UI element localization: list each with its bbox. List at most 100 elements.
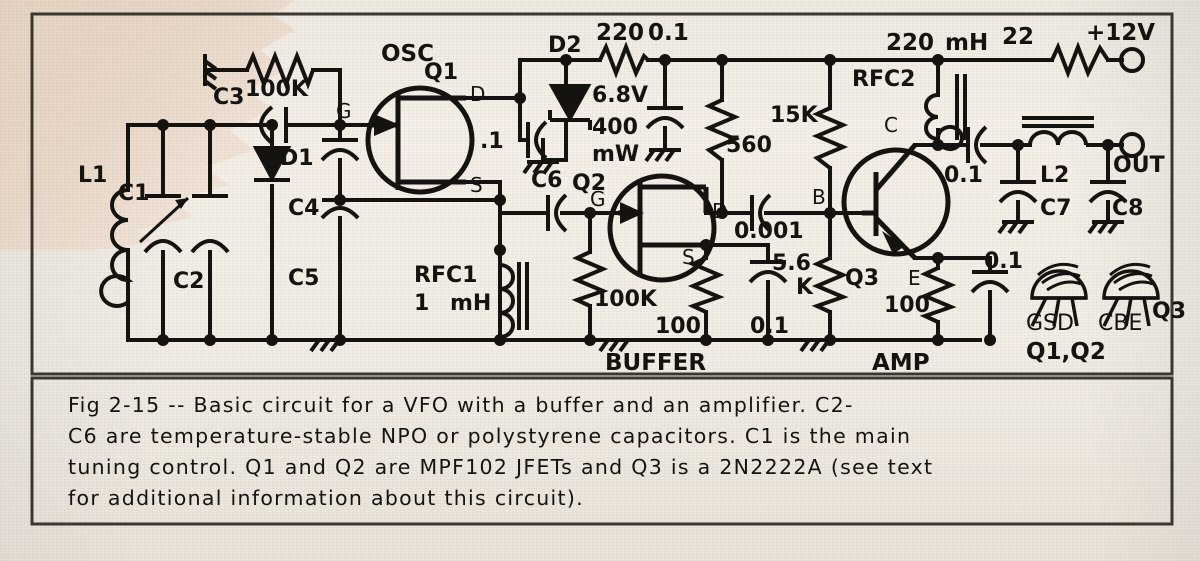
pin-q1-g: G xyxy=(336,99,352,123)
capacitor-0p1-q1-drain xyxy=(526,120,548,160)
label-5p6k-a: 5.6 xyxy=(772,251,811,276)
resistor-100-buffer-source xyxy=(687,256,725,314)
label-q3: Q3 xyxy=(845,266,879,291)
legend-jfet-devices: Q1,Q2 xyxy=(1026,339,1106,365)
label-zener-voltage: 6.8V xyxy=(592,83,648,108)
to92-bjt-icon xyxy=(1102,262,1160,327)
resistor-100k-buffer-gate xyxy=(571,250,609,308)
capacitor-c3 xyxy=(259,105,288,145)
legend-bjt-pins: CBE xyxy=(1098,311,1142,336)
label-zener-power-1: 400 xyxy=(592,115,638,140)
legend-bjt-device: Q3 xyxy=(1152,299,1186,324)
label-l2: L2 xyxy=(1040,163,1069,188)
label-c8: C8 xyxy=(1112,196,1143,221)
pinout-legend: GSD CBE Q3 Q1,Q2 xyxy=(1026,262,1186,365)
terminal-output xyxy=(1119,132,1145,158)
capacitor-0p1-buffer-bypass xyxy=(748,260,788,284)
resistor-15k xyxy=(811,106,849,170)
pin-q3-c: C xyxy=(884,113,898,137)
pin-q1-s: S xyxy=(470,173,483,197)
q3-emitter-arrow xyxy=(882,231,905,254)
label-c2: C2 xyxy=(173,269,204,294)
label-zener-power-2: mW xyxy=(592,142,639,167)
resistor-560 xyxy=(703,98,741,162)
capacitor-c8 xyxy=(1088,180,1128,204)
capacitor-c1 xyxy=(138,194,190,254)
capacitor-0p1-emitter xyxy=(970,270,1010,294)
label-output: OUT xyxy=(1113,153,1165,178)
label-c6: C6 xyxy=(531,168,562,193)
label-5p6k-b: K xyxy=(796,275,814,300)
label-amp: AMP xyxy=(872,350,930,376)
label-0p1-q1-drain: .1 xyxy=(480,129,504,154)
inductor-l1 xyxy=(99,188,134,308)
label-100-emitter: 100 xyxy=(884,293,930,318)
label-rfc2: RFC2 xyxy=(852,67,915,92)
terminal-supply xyxy=(1119,47,1145,73)
zener-diode-d2 xyxy=(548,84,592,130)
label-q2: Q2 xyxy=(572,171,606,196)
pin-q2-g: G xyxy=(590,187,606,211)
label-q1: Q1 xyxy=(424,60,458,85)
resistor-220 xyxy=(598,41,650,79)
label-100k-buffer: 100K xyxy=(594,287,658,312)
capacitor-0p001 xyxy=(750,193,772,233)
capacitor-c2 xyxy=(190,194,230,254)
legend-jfet-pins: GSD xyxy=(1026,311,1074,336)
capacitor-0p1-supply xyxy=(645,106,685,130)
label-0p1-supply: 0.1 xyxy=(648,20,689,46)
label-0p001: 0.001 xyxy=(734,219,804,244)
label-osc: OSC xyxy=(381,41,434,67)
label-100-buffer-source: 100 xyxy=(655,314,701,339)
label-rfc1-value: 1 xyxy=(414,291,429,316)
label-rfc2-unit: mH xyxy=(945,30,988,56)
q1-gate-arrow xyxy=(374,114,400,136)
label-supply: +12V xyxy=(1086,20,1155,46)
label-22: 22 xyxy=(1002,24,1034,50)
ground-symbol-c7 xyxy=(997,220,1036,235)
label-c3: C3 xyxy=(213,85,244,110)
junction-dots xyxy=(157,54,1114,346)
label-100k-gate: 100K xyxy=(245,77,309,102)
label-c5: C5 xyxy=(288,266,319,291)
inductor-l2 xyxy=(1022,116,1094,146)
transistor-q3 xyxy=(841,143,951,260)
diode-d1 xyxy=(252,146,292,183)
label-d2: D2 xyxy=(548,33,582,58)
capacitor-0p1-collector xyxy=(966,125,988,165)
figure-border xyxy=(30,12,1174,526)
label-l1: L1 xyxy=(78,163,107,188)
label-c4: C4 xyxy=(288,196,319,221)
choke-rfc2 xyxy=(924,74,967,151)
label-0p1-collector: 0.1 xyxy=(944,163,983,188)
to92-jfet-icon xyxy=(1030,262,1088,327)
label-rfc1-unit: mH xyxy=(450,291,491,316)
capacitor-c7 xyxy=(998,180,1038,204)
circuit-wiring xyxy=(126,58,1124,342)
label-15k: 15K xyxy=(770,103,819,128)
caption-line-4: for additional information about this ci… xyxy=(68,486,584,510)
caption-line-3: tuning control. Q1 and Q2 are MPF102 JFE… xyxy=(68,455,933,479)
figure-caption: Fig 2-15 -- Basic circuit for a VFO with… xyxy=(68,393,933,510)
choke-rfc1 xyxy=(499,262,529,339)
resistor-100k-gate xyxy=(245,50,315,90)
resistor-5p6k xyxy=(811,256,849,314)
transistor-q1 xyxy=(365,85,475,195)
pin-q3-e: E xyxy=(908,266,921,290)
capacitor-c4 xyxy=(320,138,360,162)
label-c7: C7 xyxy=(1040,196,1071,221)
pin-q3-b: B xyxy=(812,185,826,209)
resistor-100-emitter xyxy=(919,266,957,324)
caption-line-2: C6 are temperature-stable NPO or polysty… xyxy=(68,424,911,448)
label-d1: D1 xyxy=(280,146,314,171)
label-0p1-emitter: 0.1 xyxy=(984,249,1023,274)
ground-symbol-supply-cap xyxy=(644,148,683,163)
resistor-22 xyxy=(1050,41,1110,79)
caption-line-1: Fig 2-15 -- Basic circuit for a VFO with… xyxy=(68,393,854,417)
label-560: 560 xyxy=(726,133,772,158)
label-buffer: BUFFER xyxy=(605,350,706,376)
ground-symbol-c8 xyxy=(1087,220,1126,235)
label-rfc1: RFC1 xyxy=(414,263,477,288)
label-rfc2-value: 220 xyxy=(886,30,934,56)
